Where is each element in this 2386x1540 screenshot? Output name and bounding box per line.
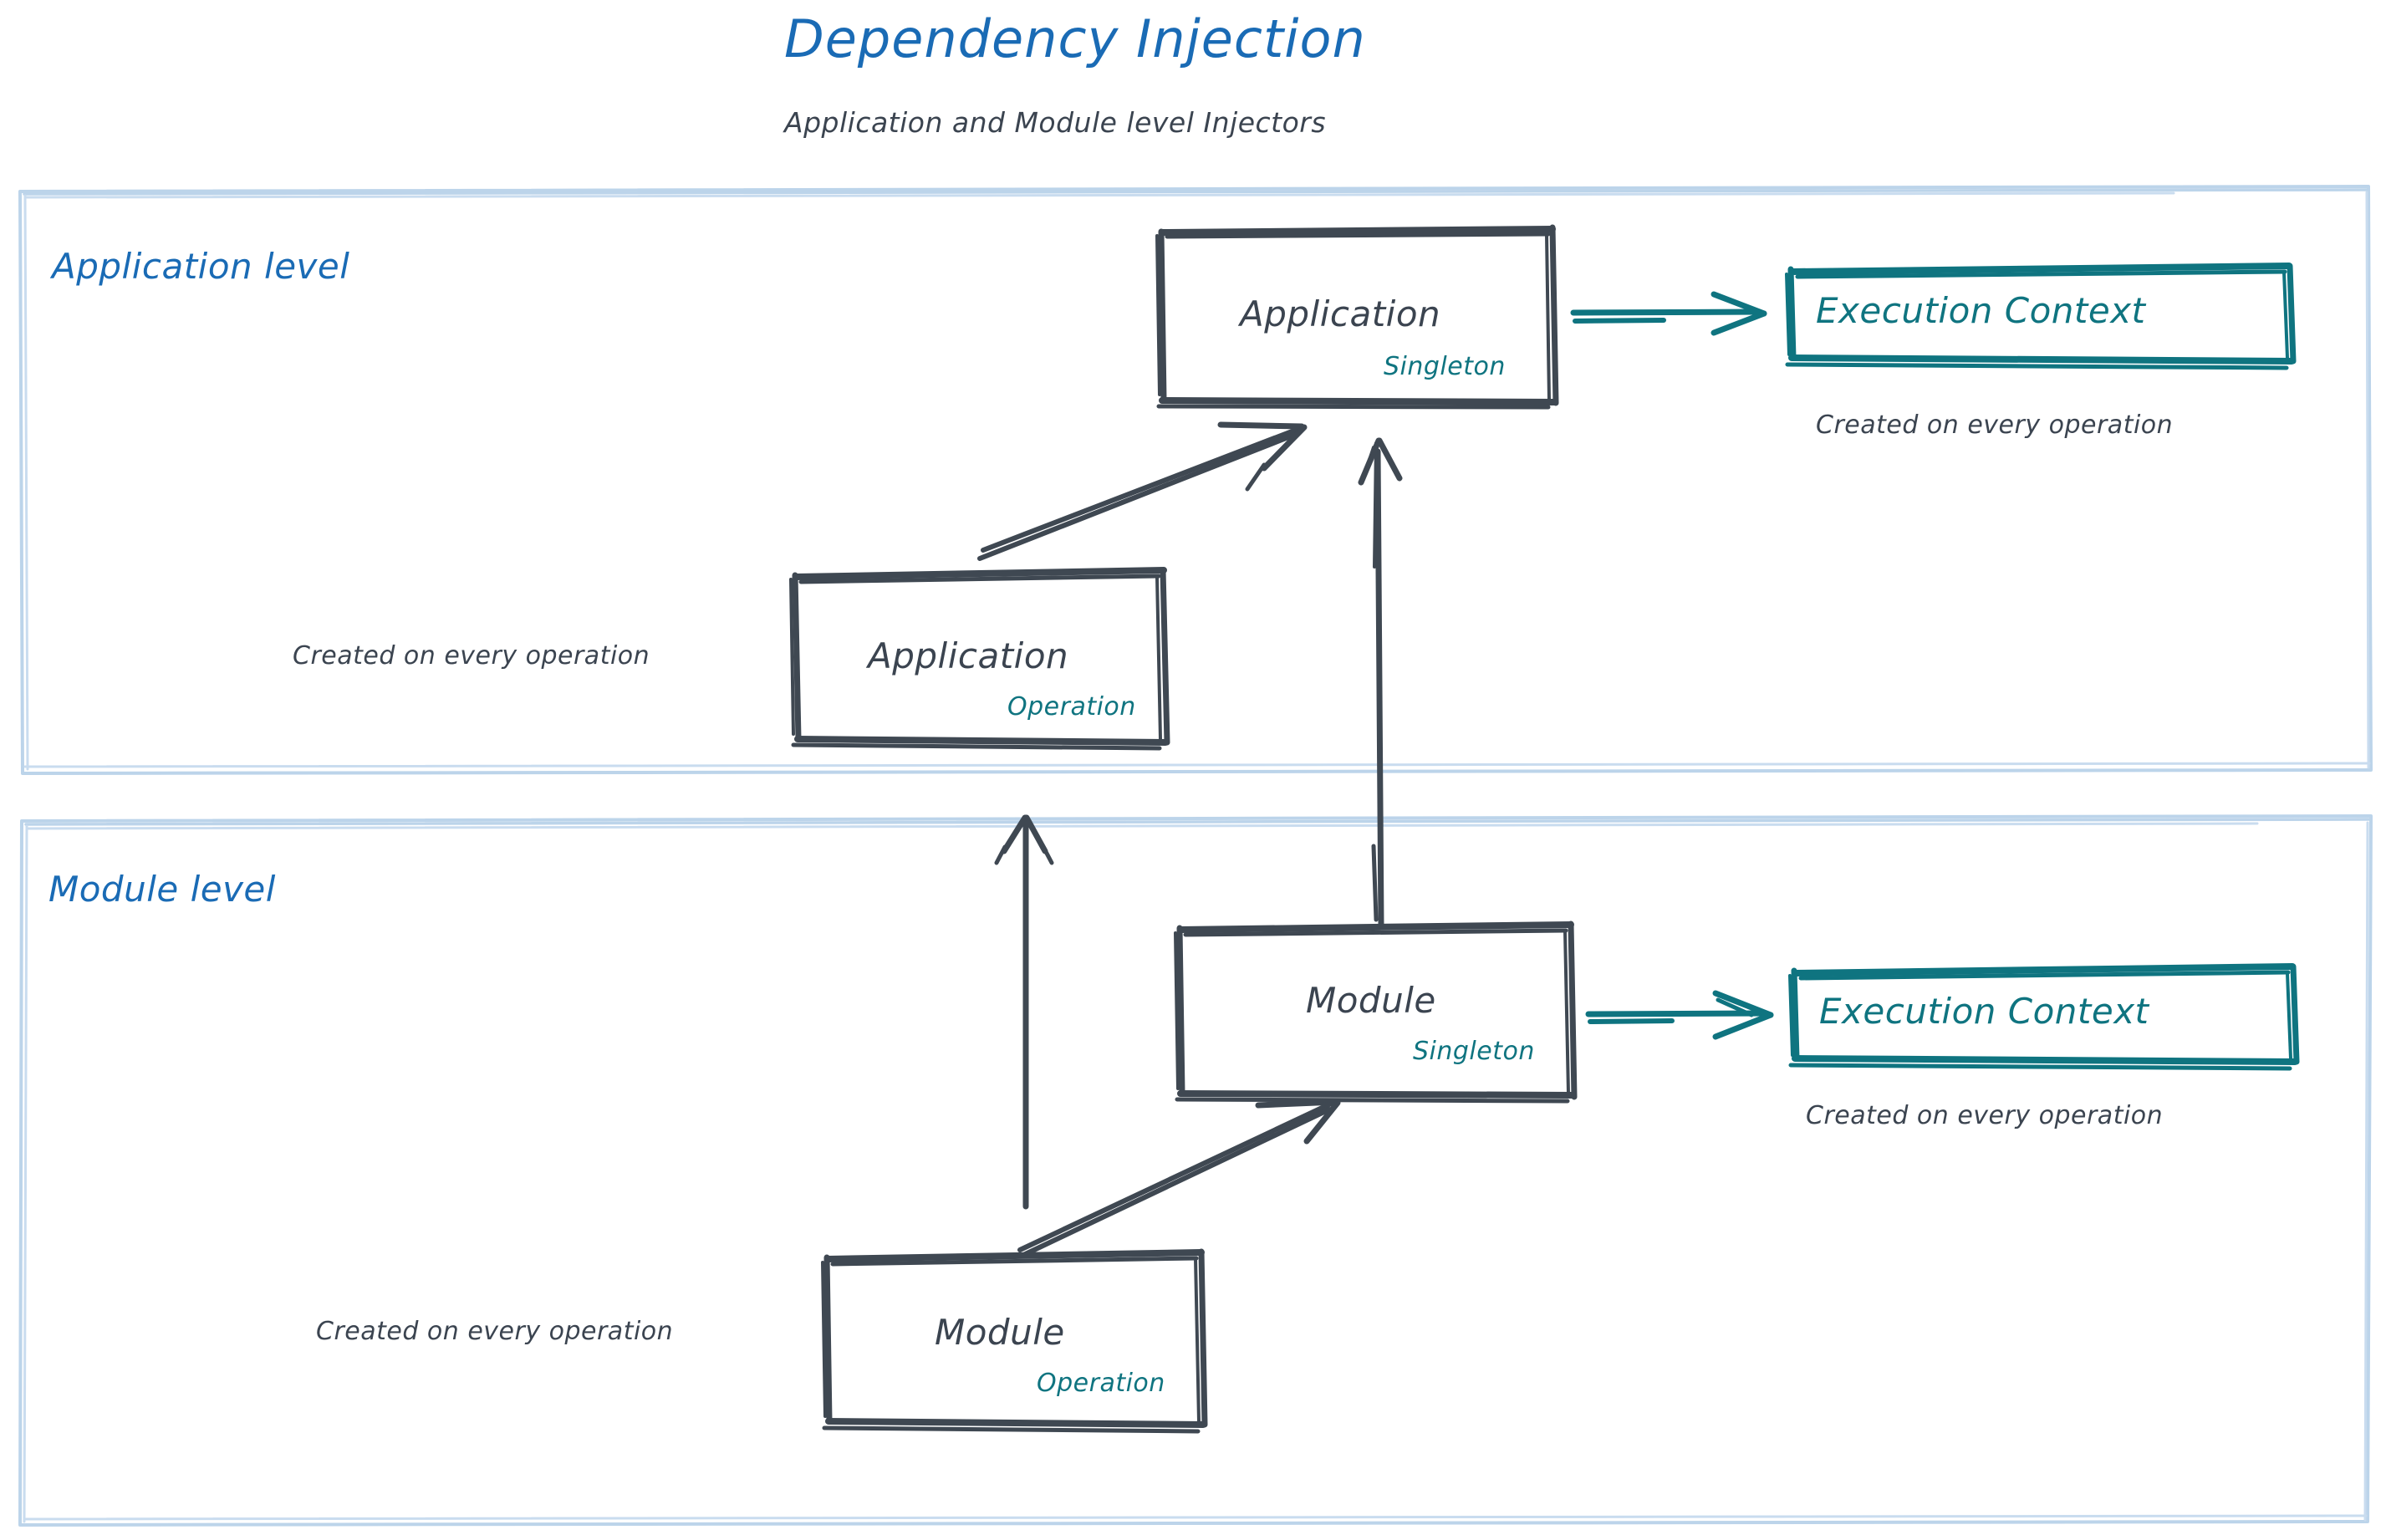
arrow-application-singleton-to-execution-context [1570,291,1767,336]
module-level-label: Module level [48,869,276,910]
page-subtitle: Application and Module level Injectors [784,106,1327,139]
module-execution-context-title: Execution Context [1819,991,2149,1032]
application-execution-context-caption: Created on every operation [1816,410,2174,440]
arrow-module-operation-to-application-operation [994,814,1054,1210]
application-level-label: Application level [52,246,350,287]
module-operation-scope: Operation [1037,1369,1165,1398]
module-singleton-title: Module [1306,980,1436,1021]
application-execution-context-box[interactable] [1785,263,2297,370]
module-singleton-box[interactable] [1174,920,1578,1104]
module-operation-box[interactable] [821,1248,1208,1434]
application-singleton-title: Application [1240,293,1441,334]
application-operation-scope: Operation [1007,692,1136,722]
module-operation-caption: Created on every operation [316,1317,674,1346]
application-operation-box[interactable] [789,567,1170,751]
module-execution-context-caption: Created on every operation [1806,1101,2164,1130]
application-singleton-scope: Singleton [1384,352,1506,381]
module-singleton-scope: Singleton [1413,1037,1535,1066]
module-execution-context-box[interactable] [1788,963,2300,1071]
page-title: Dependency Injection [784,8,1366,69]
module-operation-title: Module [935,1312,1065,1353]
arrow-module-singleton-to-execution-context [1585,990,1774,1040]
arrow-module-singleton-to-application-singleton [1358,437,1403,930]
arrow-application-operation-to-application-singleton [977,421,1308,561]
application-execution-context-title: Execution Context [1816,290,2146,331]
module-level-container [18,814,2373,1527]
application-singleton-box[interactable] [1155,224,1559,410]
application-level-container [18,185,2373,775]
application-operation-title: Application [868,635,1069,676]
arrow-module-operation-to-module-singleton [1014,1099,1341,1261]
application-operation-caption: Created on every operation [293,641,650,671]
